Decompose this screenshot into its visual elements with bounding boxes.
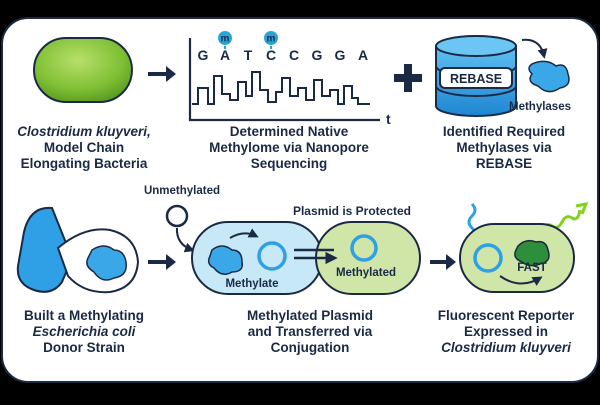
conjugation-caption-line-2: and Transferred via	[247, 324, 373, 339]
rebase-caption: Identified Required Methylases via REBAS…	[424, 124, 584, 172]
plasmid-entry-arrow	[175, 227, 195, 253]
organism-caption-line-3: Elongating Bacteria	[20, 156, 148, 171]
methyl-marker-1: m	[218, 31, 232, 49]
methylated-label: Methylated	[336, 267, 396, 279]
plasmid-protected-label: Plasmid is Protected	[293, 204, 411, 218]
conjugation-caption-line-1: Methylated Plasmid	[246, 308, 374, 323]
methylome-caption-line-2: Methylome via Nanopore	[209, 140, 369, 155]
time-axis-label: t	[386, 111, 391, 127]
arrow-2-head	[166, 254, 176, 270]
base-letters: G A T C C G G A	[198, 47, 369, 63]
reporter-caption-line-2: Expressed in	[463, 324, 549, 339]
methylate-label: Methylate	[225, 278, 278, 290]
clostridium-cell	[33, 37, 133, 103]
nanopore-trace: G A T C C G G A m m t	[188, 31, 391, 127]
donor-caption-line-3: Donor Strain	[43, 340, 125, 355]
base-5: C	[289, 47, 299, 63]
rebase-caption-line-1: Identified Required	[442, 124, 566, 139]
expression-arrow	[499, 275, 543, 286]
base-8: A	[358, 47, 368, 63]
trace-line	[192, 71, 370, 105]
rebase-caption-line-2: Methylases via	[456, 140, 552, 155]
organism-caption: Clostridium kluyveri, Model Chain Elonga…	[6, 124, 162, 172]
conjugation-methylase-icon	[207, 245, 244, 275]
donor-methylase-icon	[86, 245, 127, 281]
svg-text:m: m	[267, 34, 276, 45]
reporter-caption-line-1: Fluorescent Reporter	[437, 308, 575, 323]
organism-caption-line-1: Clostridium kluyveri,	[17, 124, 151, 139]
reporter-caption: Fluorescent Reporter Expressed in Clostr…	[424, 308, 588, 356]
trace-axes	[188, 38, 380, 122]
organism-caption-line-2: Model Chain	[43, 140, 125, 155]
methylome-caption-line-1: Determined Native	[229, 124, 349, 139]
database-icon: REBASE	[435, 35, 517, 117]
base-2: A	[220, 47, 230, 63]
conjugation-caption: Methylated Plasmid and Transferred via C…	[220, 308, 400, 356]
methylated-plasmid-donor	[257, 241, 287, 271]
base-4: C	[266, 47, 276, 63]
methylated-plasmid-recipient	[350, 234, 378, 262]
rebase-caption-line-3: REBASE	[475, 156, 533, 171]
arrow-1-head	[166, 66, 176, 82]
base-1: G	[198, 47, 209, 63]
donor-caption-line-1: Built a Methylating	[23, 308, 144, 323]
base-6: G	[312, 47, 323, 63]
donor-caption-line-2: Escherichia coli	[32, 324, 136, 339]
rebase-db-label: REBASE	[450, 72, 502, 86]
base-3: T	[244, 47, 253, 63]
methyl-marker-2: m	[264, 31, 278, 49]
ecoli-donor-cell	[16, 206, 140, 294]
reporter-plasmid	[473, 243, 503, 273]
methylome-caption-line-3: Sequencing	[250, 156, 328, 171]
methylases-label: Methylases	[509, 101, 571, 113]
methylome-caption: Determined Native Methylome via Nanopore…	[196, 124, 382, 172]
fast-protein-icon	[514, 239, 550, 267]
unmethylated-label: Unmethylated	[144, 185, 220, 197]
arrow-3-head	[446, 254, 456, 270]
arrow-to-methylases	[521, 38, 548, 59]
methylase-enzyme-icon	[528, 60, 570, 93]
reporter-cell: FAST	[459, 201, 589, 293]
emission-light-arrow	[575, 201, 589, 215]
plus-icon	[394, 64, 422, 92]
conjugation-caption-line-3: Conjugation	[270, 340, 350, 355]
svg-text:m: m	[221, 34, 230, 45]
donor-caption: Built a Methylating Escherichia coli Don…	[6, 308, 162, 356]
reporter-caption-line-3: Clostridium kluyveri	[441, 340, 571, 355]
methylation-arrow	[229, 228, 259, 239]
unmethylated-plasmid	[165, 204, 189, 228]
base-7: G	[335, 47, 346, 63]
rebase-label-box	[439, 67, 513, 89]
fast-label: FAST	[517, 262, 546, 274]
